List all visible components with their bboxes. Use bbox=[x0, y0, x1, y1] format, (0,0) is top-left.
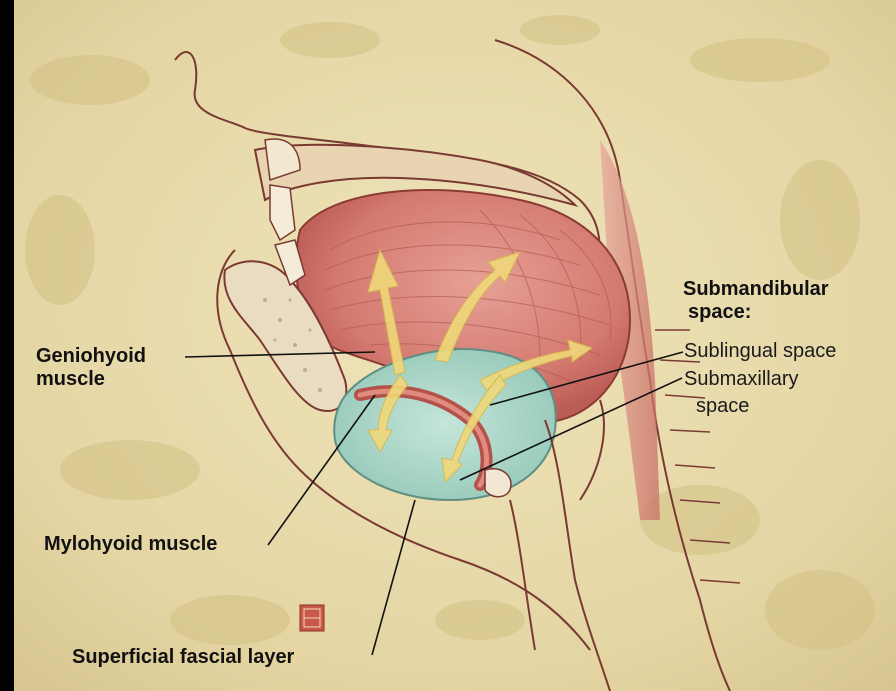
geniohyoid-label-line1: Geniohyoid bbox=[36, 345, 146, 368]
submandibular-heading-line2: space: bbox=[683, 301, 829, 324]
geniohyoid-label: Geniohyoid muscle bbox=[36, 345, 146, 391]
sublingual-space-label: Sublingual space bbox=[684, 340, 836, 363]
superficial-fascial-label: Superficial fascial layer bbox=[72, 646, 294, 669]
geniohyoid-label-line2: muscle bbox=[36, 368, 146, 391]
submaxillary-space-label: Submaxillary space bbox=[684, 368, 798, 418]
illustrator-stamp bbox=[300, 605, 324, 631]
submaxillary-label-line1: Submaxillary bbox=[684, 368, 798, 391]
mylohyoid-label: Mylohyoid muscle bbox=[44, 533, 217, 556]
submandibular-space-heading: Submandibular space: bbox=[683, 278, 829, 324]
submandibular-heading-line1: Submandibular bbox=[683, 278, 829, 301]
submaxillary-label-line2: space bbox=[684, 395, 798, 418]
